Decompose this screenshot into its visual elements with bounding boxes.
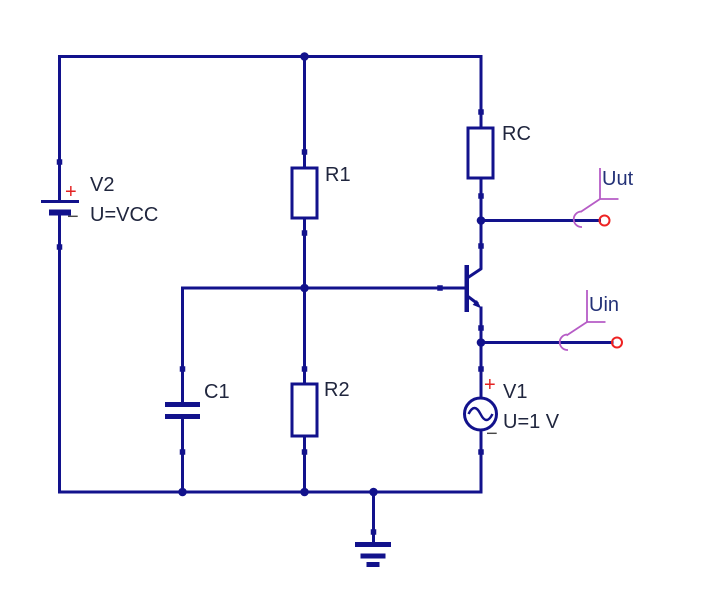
rc-name-label[interactable]: RC (502, 123, 531, 145)
terminal-marker (478, 193, 484, 199)
terminal-marker (478, 449, 484, 455)
open-node-uut[interactable] (598, 214, 611, 227)
terminal-marker (437, 285, 443, 291)
junction-dot (300, 487, 309, 497)
terminal-marker (478, 366, 484, 372)
terminal-marker (179, 449, 186, 455)
wire-base-node[interactable] (181, 286, 468, 404)
wire-label-uut-pointer (572, 168, 619, 228)
transistor-npn-symbol[interactable] (464, 265, 483, 312)
label-hook-icon (558, 333, 569, 351)
junction-dot (369, 487, 378, 497)
terminal-marker (56, 244, 63, 250)
wire-top-rail[interactable] (58, 55, 483, 203)
v2-plus-sign: + (65, 181, 77, 203)
battery-v2-symbol[interactable] (41, 200, 79, 216)
terminal-marker (301, 149, 308, 155)
terminal-marker (478, 109, 484, 115)
ac-source-v1-symbol[interactable] (463, 396, 498, 432)
v1-value-label[interactable]: U=1 V (503, 411, 560, 433)
v1-minus-sign: − (486, 423, 498, 445)
terminal-marker (301, 449, 308, 455)
v2-name-label[interactable]: V2 (90, 174, 115, 196)
terminal-marker (301, 230, 308, 236)
ground-symbol[interactable] (355, 542, 391, 567)
terminal-marker (478, 325, 484, 331)
c1-name-label[interactable]: C1 (204, 381, 230, 403)
junction-dot (178, 487, 187, 497)
terminal-marker (370, 529, 377, 535)
wire-label-uin-pointer (558, 290, 606, 351)
capacitor-c1-symbol[interactable] (165, 402, 200, 419)
uut-wire-label[interactable]: Uut (602, 168, 634, 190)
terminal-markers (56, 109, 484, 535)
r2-name-label[interactable]: R2 (324, 379, 350, 401)
terminal-marker (56, 159, 63, 165)
junction-dot (476, 216, 486, 225)
resistor-r2-symbol[interactable] (290, 382, 319, 438)
sine-icon (467, 406, 494, 422)
terminal-marker (301, 366, 308, 372)
resistor-rc-symbol[interactable] (466, 126, 495, 180)
label-hook-icon (572, 210, 583, 228)
v1-name-label[interactable]: V1 (503, 381, 528, 403)
junction-dots (178, 52, 486, 497)
v2-minus-sign: − (67, 206, 79, 228)
v2-value-label[interactable]: U=VCC (90, 204, 159, 226)
terminal-marker (179, 366, 186, 372)
junction-dot (476, 338, 486, 347)
uin-wire-label[interactable]: Uin (589, 294, 620, 316)
terminal-marker (478, 243, 484, 249)
resistor-r1-symbol[interactable] (290, 166, 319, 220)
emitter-arrow-icon (472, 300, 482, 309)
wire-bottom-rail[interactable] (58, 211, 483, 494)
junction-dot (300, 283, 309, 293)
open-node-uin[interactable] (611, 336, 623, 349)
r1-name-label[interactable]: R1 (325, 164, 351, 186)
v1-plus-sign: + (484, 374, 496, 396)
junction-dot (300, 52, 309, 61)
